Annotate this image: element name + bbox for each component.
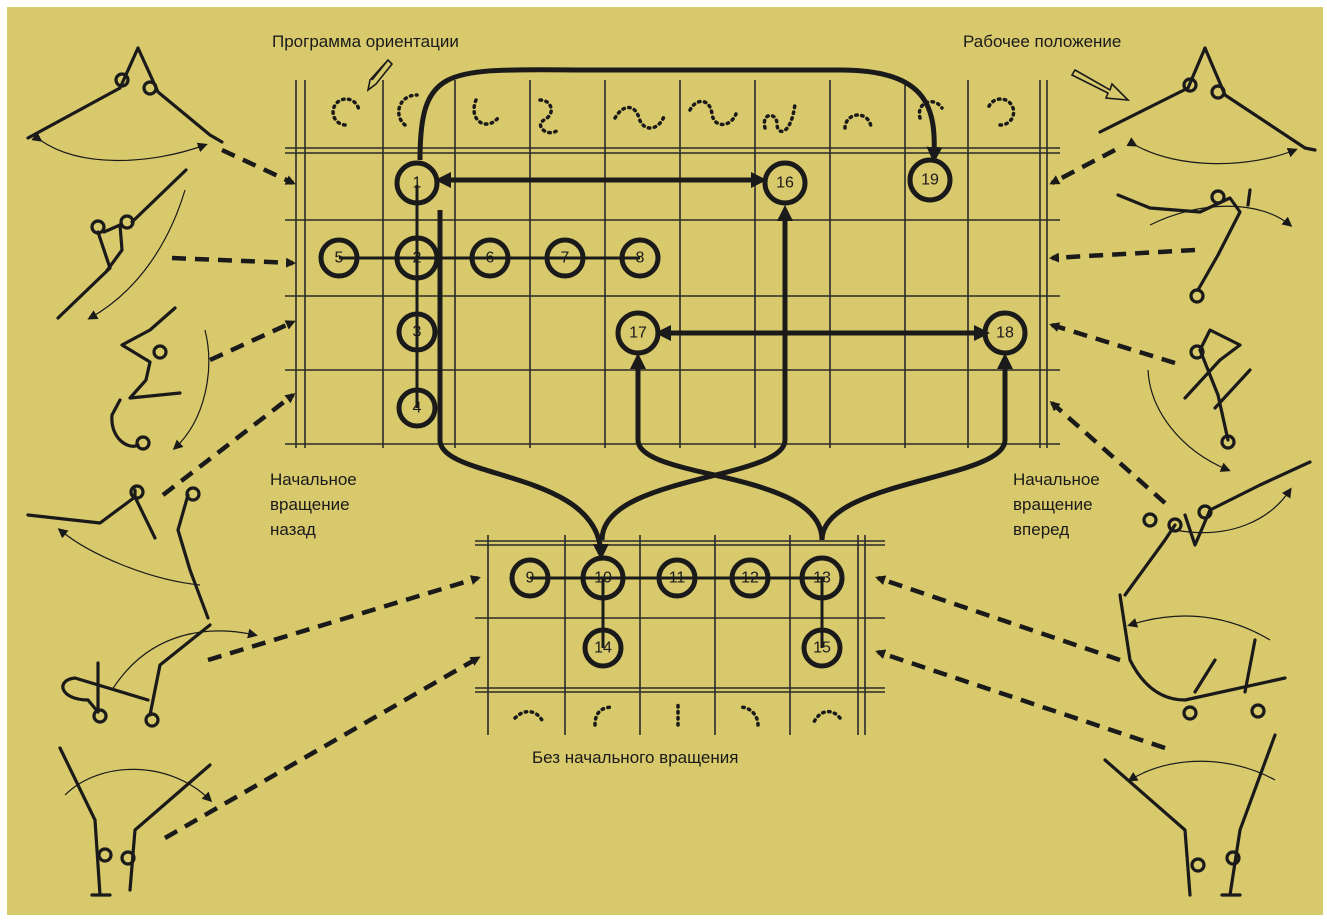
orientation-program-label: Программа ориентации [272,32,459,51]
node-17-label: 17 [629,325,647,342]
node-19-label: 19 [921,172,939,189]
right-figures [1098,46,1317,897]
node-13-label: 13 [813,570,831,587]
node-8: 8 [619,237,661,279]
node-1: 1 [394,160,440,206]
node-13: 13 [799,555,845,601]
node-14-label: 14 [594,640,612,657]
working-pointer-arrow [1070,68,1131,101]
forward-rotation-label-line3: вперед [1013,520,1069,539]
right-dashed-arrows [875,148,1196,751]
node-17: 17 [615,310,661,356]
forward-rotation-label-line1: Начальное [1013,470,1100,489]
node-11-label: 11 [669,570,686,587]
node-8-label: 8 [636,250,645,267]
orientation-pointer-arrow [366,58,394,92]
node-16-label: 16 [776,175,794,192]
no-rotation-glyphs [513,703,842,727]
node-12-label: 12 [741,570,759,587]
node-3: 3 [396,311,438,353]
no-rotation-label: Без начального вращения [532,748,738,767]
node-16: 16 [762,160,808,206]
node-4: 4 [396,387,438,429]
node-9-label: 9 [526,570,535,587]
backward-rotation-label-line1: Начальное [270,470,357,489]
node-6: 6 [469,237,511,279]
node-18: 18 [982,310,1028,356]
lower-grid [475,535,885,735]
node-5: 5 [318,237,360,279]
node-7: 7 [544,237,586,279]
upper-grid [285,80,1060,448]
backward-rotation-label-line3: назад [270,520,316,539]
node-1-label: 1 [413,175,422,192]
node-5-label: 5 [335,250,344,267]
node-12: 12 [729,557,771,599]
node-15: 15 [801,627,843,669]
node-11: 11 [656,557,698,599]
node-6-label: 6 [486,250,495,267]
node-2-label: 2 [413,250,422,267]
node-2: 2 [394,235,440,281]
left-dashed-arrows [161,147,481,840]
node-19: 19 [907,157,953,203]
working-position-label: Рабочее положение [963,32,1121,51]
node-14: 14 [582,627,624,669]
node-18-label: 18 [996,325,1014,342]
node-7-label: 7 [561,250,570,267]
node-10-label: 10 [594,570,612,587]
node-9: 9 [509,557,551,599]
backward-rotation-label-line2: вращение [270,495,350,514]
node-15-label: 15 [813,640,831,657]
node-4-label: 4 [413,400,422,417]
node-connections [339,185,825,648]
node-10: 10 [580,555,626,601]
flow-arrows [417,67,1013,560]
node-3-label: 3 [413,324,422,341]
left-figures [26,46,258,897]
forward-rotation-label-line2: вращение [1013,495,1093,514]
